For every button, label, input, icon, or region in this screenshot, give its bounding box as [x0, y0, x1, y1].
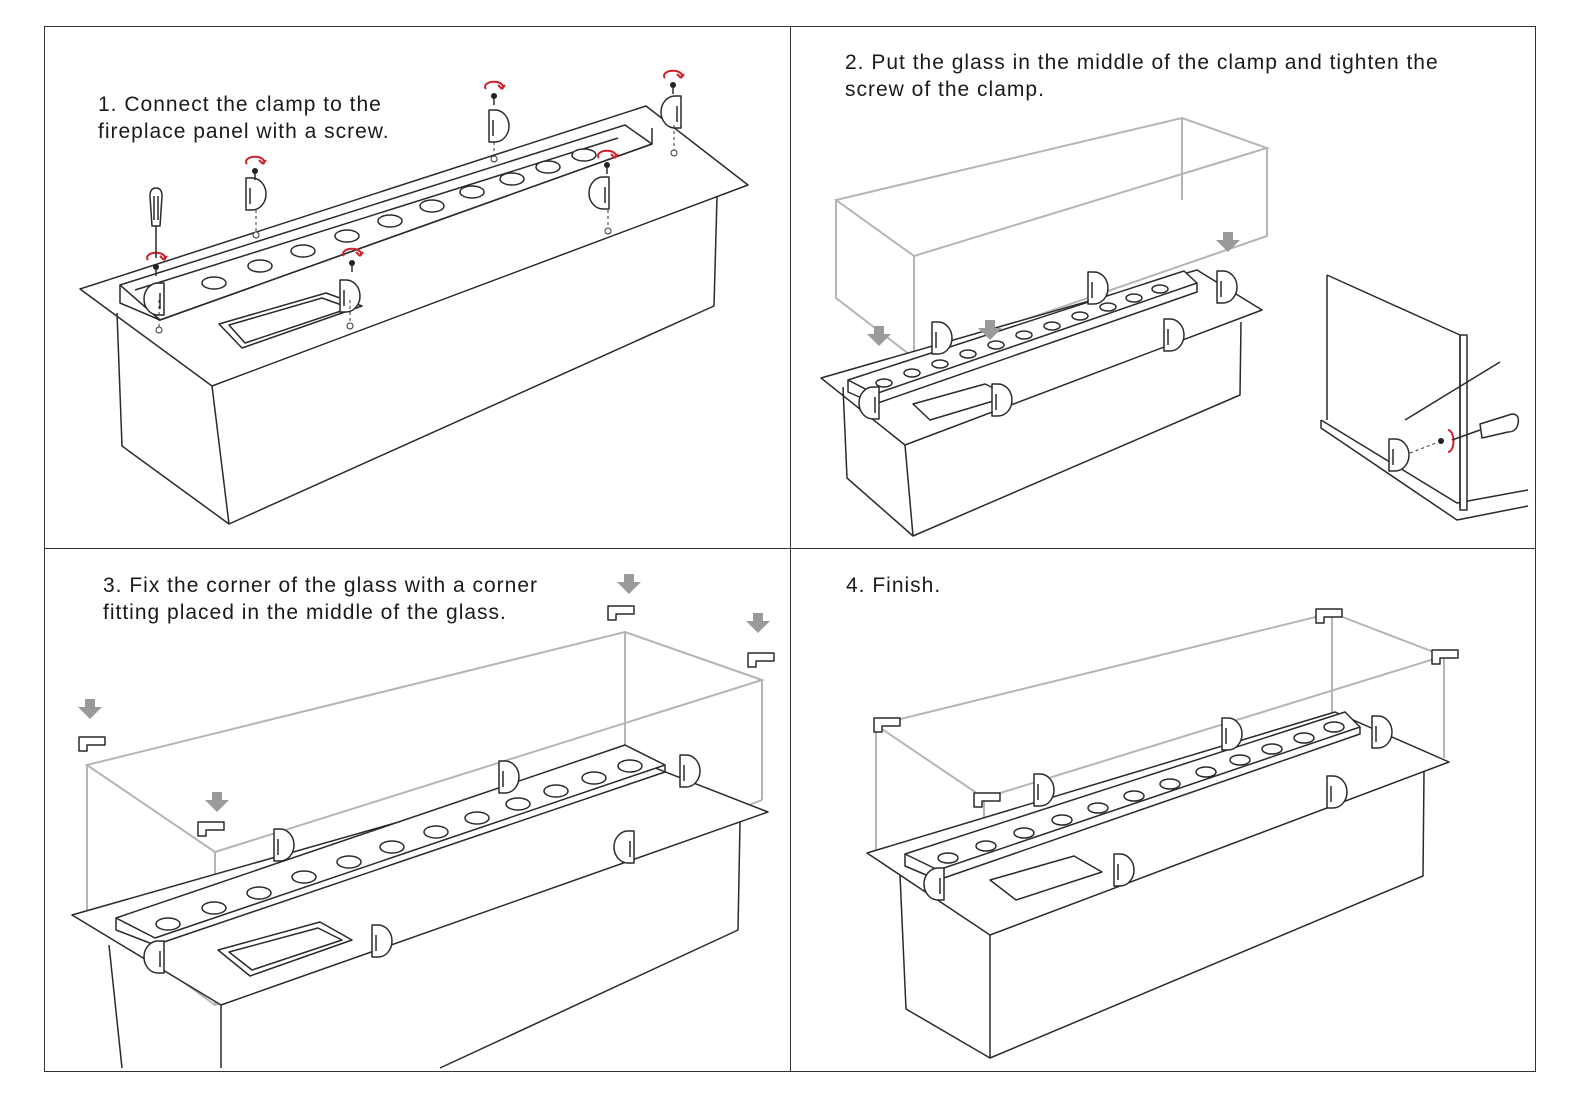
- step-3-line-2: fitting placed in the middle of the glas…: [103, 601, 507, 624]
- panel-4-illustration: [866, 608, 1459, 1059]
- step-2-line-1: 2. Put the glass in the middle of the cl…: [845, 51, 1439, 74]
- step-1-line-2: fireplace panel with a screw.: [98, 120, 390, 143]
- step-2-instruction: 2. Put the glass in the middle of the cl…: [845, 49, 1439, 103]
- screwdriver-icon: [1451, 413, 1520, 441]
- panel-1-illustration: [79, 69, 749, 525]
- panel-3-illustration: [71, 574, 775, 1069]
- panel-divider-horizontal: [44, 548, 1536, 549]
- step-3-instruction: 3. Fix the corner of the glass with a co…: [103, 572, 538, 626]
- burner-holes: [875, 284, 1169, 388]
- step-2-line-2: screw of the clamp.: [845, 78, 1045, 101]
- step-4-line-1: 4. Finish.: [846, 574, 942, 597]
- burner-holes: [937, 721, 1345, 864]
- step-1-instruction: 1. Connect the clamp to the fireplace pa…: [98, 91, 390, 145]
- screwdriver-icon: [149, 187, 163, 258]
- step-4-instruction: 4. Finish.: [846, 572, 941, 599]
- panel-divider-vertical: [790, 26, 791, 1072]
- burner-holes: [201, 148, 597, 290]
- panel-2-illustration: [820, 116, 1529, 537]
- step-3-line-1: 3. Fix the corner of the glass with a co…: [103, 574, 539, 597]
- burner-holes: [155, 759, 643, 931]
- step-1-line-1: 1. Connect the clamp to the: [98, 93, 382, 116]
